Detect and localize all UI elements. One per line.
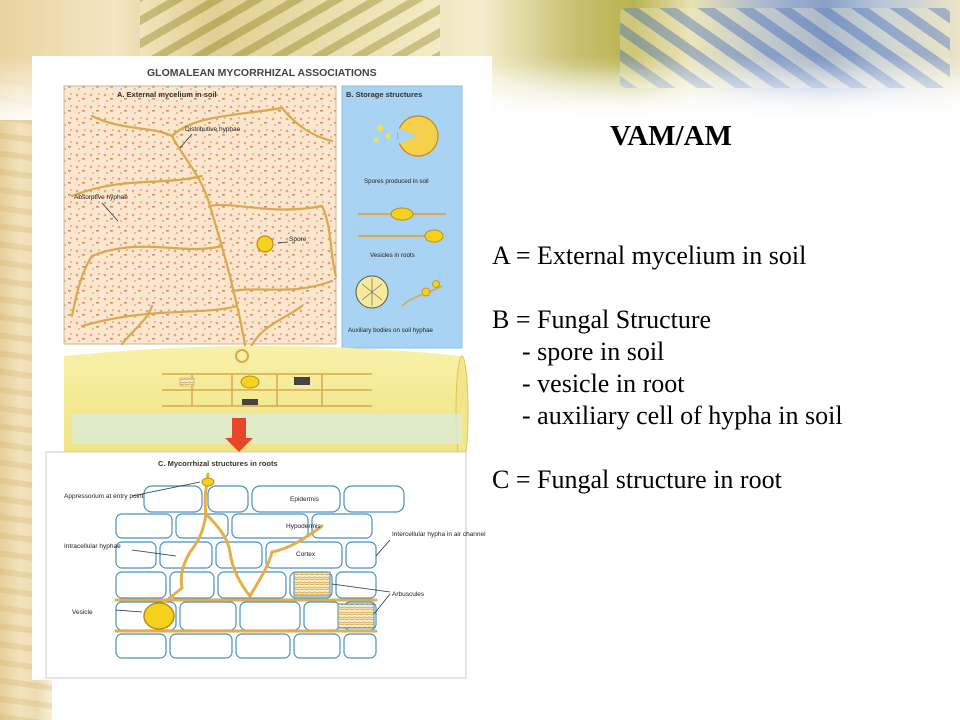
slide-title: VAM/AM (610, 120, 732, 152)
panel-a-label-absorptive: Absorptive hyphae (74, 194, 128, 201)
auxiliary-body-3 (432, 280, 440, 288)
panel-c-label-epidermis: Epidermis (290, 496, 320, 503)
line-b-auxiliary: - auxiliary cell of hypha in soil (522, 401, 843, 430)
auxiliary-hypha (401, 285, 443, 307)
root-cells (162, 373, 372, 407)
auxiliary-body-2 (421, 287, 431, 297)
line-a: A = External mycelium in soil (492, 241, 807, 270)
panel-c-label-cortex: Cortex (296, 551, 316, 558)
panel-b-label-auxiliary: Auxiliary bodies on soil hyphae (348, 327, 434, 334)
red-arrow (225, 418, 253, 452)
panel-c: C. Mycorrhizal structures in roots (45, 451, 486, 679)
distributive-pointer (179, 133, 193, 149)
panel-b-title: B. Storage structures (346, 90, 422, 99)
panel-c-vesicle (143, 602, 175, 630)
panel-c-label-vesicle: Vesicle (72, 609, 93, 616)
auxiliary-body-1-detail (361, 278, 383, 306)
panel-a-hyphae (70, 106, 338, 358)
root-arbuscule-dark-1 (294, 377, 310, 385)
panel-a-label-spore: Spore (289, 236, 307, 243)
red-arrow-head (225, 438, 253, 452)
panel-b-label-spores: Spores produced in soil (364, 178, 429, 185)
figure-main-title: GLOMALEAN MYCORRHIZAL ASSOCIATIONS (147, 67, 377, 79)
panel-c-label-hypodermis: Hypodermis (286, 523, 321, 530)
spacer-1 (492, 272, 952, 304)
vesicle-shape-1 (390, 207, 414, 221)
root-stele (72, 414, 462, 444)
panel-a-title: A. External mycelium in soil (117, 90, 217, 99)
panel-c-arbuscule-2 (337, 603, 375, 629)
panel-c-label-arbuscules: Arbuscules (392, 591, 425, 598)
panel-c-title: C. Mycorrhizal structures in roots (158, 459, 278, 468)
panel-a-label-distributive: Distributive hyphae (185, 126, 241, 133)
panel-c-arbuscule-1 (293, 571, 331, 597)
spacer-2 (492, 432, 952, 464)
root-cylinder (64, 346, 469, 475)
spore-shape (256, 235, 274, 253)
absorptive-pointer (101, 202, 119, 222)
spore-small-3 (373, 137, 379, 143)
mycorrhizal-diagram: GLOMALEAN MYCORRHIZAL ASSOCIATIONS A. Ex… (32, 56, 492, 680)
appressorium-shape (201, 477, 215, 487)
root-vesicle (240, 375, 260, 389)
panel-c-label-appressorium: Appressorium at entry point (64, 493, 144, 500)
vesicle-shape-2 (424, 229, 444, 243)
spore-small-2 (385, 133, 391, 139)
root-end (455, 355, 469, 467)
line-c: C = Fungal structure in root (492, 465, 782, 494)
panel-b-label-vesicles: Vesicles in roots (370, 252, 415, 259)
red-arrow-shaft (232, 418, 246, 438)
root-arbuscule-dark-2 (242, 399, 258, 405)
cortex-cells (115, 513, 377, 659)
epidermis-cells (143, 485, 405, 513)
slide-body: A = External mycelium in soil B = Fungal… (492, 240, 952, 496)
line-b: B = Fungal Structure (492, 305, 712, 334)
panel-a-soil (63, 85, 337, 345)
panel-c-hyphae (114, 472, 378, 633)
panel-b: B. Storage structures Spores produced in… (341, 85, 463, 349)
spore-pointer (277, 241, 289, 244)
panel-c-label-intracellular: Intracellular hyphae (64, 543, 121, 550)
spore-cut (398, 128, 418, 144)
root-arbuscule-1 (179, 377, 195, 387)
line-b-vesicle: - vesicle in root (522, 369, 685, 398)
panel-c-label-intercellular: Intercellular hypha in air channel (392, 531, 486, 538)
panel-a: A. External mycelium in soil Spore Distr… (63, 85, 338, 358)
root-entry-hypha (235, 349, 249, 363)
line-b-spore: - spore in soil (522, 337, 665, 366)
panel-c-pointers (115, 481, 391, 615)
spore-small-1 (376, 124, 384, 132)
